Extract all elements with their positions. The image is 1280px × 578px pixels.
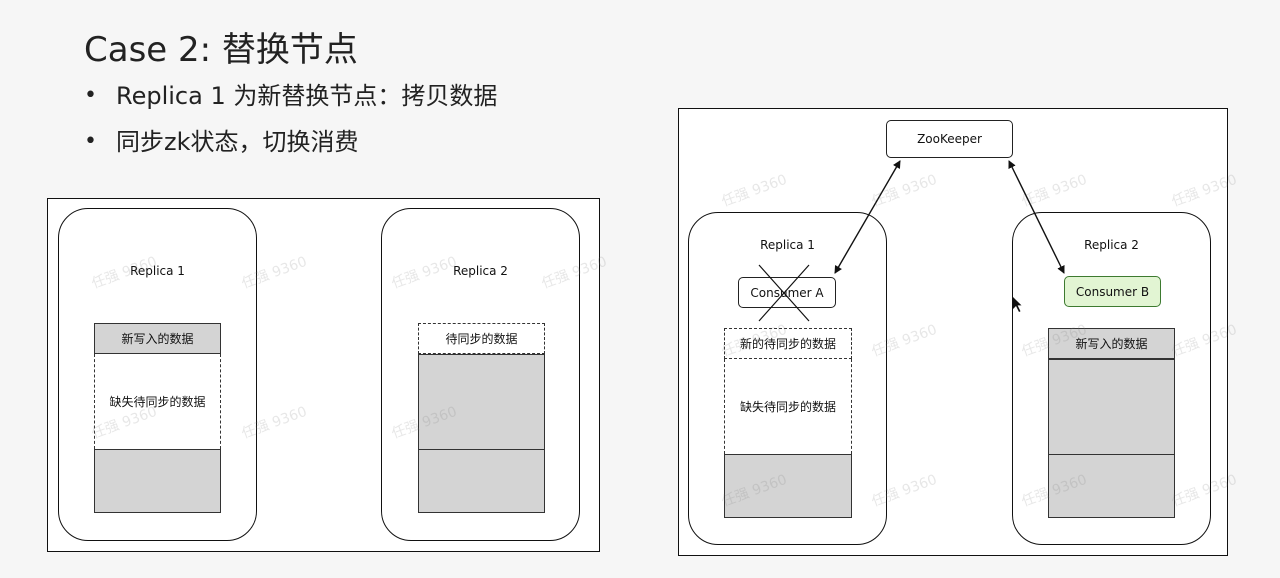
left-replica2-container: Replica 2 待同步的数据 [381,208,580,541]
right-replica2-label: Replica 2 [1084,238,1139,252]
consumer-a-removed-cross-icon [758,264,810,322]
left-replica2-data-block-lower [418,449,545,513]
right-replica2-data-block-upper [1048,359,1175,455]
left-replica1-synced-data-block [94,449,221,513]
right-replica1-synced-data-block [724,454,852,518]
right-replica1-missing-data-block: 缺失待同步的数据 [724,359,852,454]
mouse-cursor-icon [1013,297,1022,312]
right-replica2-data-block-lower [1048,454,1175,518]
bullet-item: • Replica 1 为新替换节点：拷贝数据 [84,78,497,124]
bullet-text: Replica 1 为新替换节点：拷贝数据 [116,82,498,110]
slide-title: Case 2: 替换节点 [84,30,358,70]
consumer-b-node: Consumer B [1064,276,1161,307]
left-diagram-panel: Replica 1 新写入的数据 缺失待同步的数据 Replica 2 待同步的… [47,198,600,552]
bullet-list: • Replica 1 为新替换节点：拷贝数据 • 同步zk状态，切换消费 [84,78,497,170]
left-replica2-label: Replica 2 [453,264,508,278]
connector-overlay [758,160,1065,322]
left-replica2-data-block-upper [418,354,545,450]
bullet-dot-icon: • [84,83,97,108]
right-replica2-new-data-block: 新写入的数据 [1048,328,1175,359]
bullet-text: 同步zk状态，切换消费 [116,128,359,156]
left-replica1-new-data-block: 新写入的数据 [94,323,221,354]
zookeeper-consumer-a-arrow [834,160,901,274]
zookeeper-node: ZooKeeper [886,120,1013,158]
right-replica1-new-pending-block: 新的待同步的数据 [724,328,852,359]
zookeeper-consumer-b-arrow [1008,160,1065,274]
left-replica1-label: Replica 1 [130,264,185,278]
bullet-dot-icon: • [84,129,97,154]
consumer-a-node: Consumer A [738,277,836,308]
right-replica1-label: Replica 1 [760,238,815,252]
left-replica1-missing-data-block: 缺失待同步的数据 [94,354,221,449]
left-replica1-container: Replica 1 新写入的数据 缺失待同步的数据 [58,208,257,541]
bullet-item: • 同步zk状态，切换消费 [84,124,497,170]
right-diagram-panel: ZooKeeper Replica 1 Consumer A 新的待同步的数据 … [678,108,1228,556]
left-replica2-pending-data-block: 待同步的数据 [418,323,545,354]
right-replica1-container: Replica 1 Consumer A 新的待同步的数据 缺失待同步的数据 [688,212,887,545]
